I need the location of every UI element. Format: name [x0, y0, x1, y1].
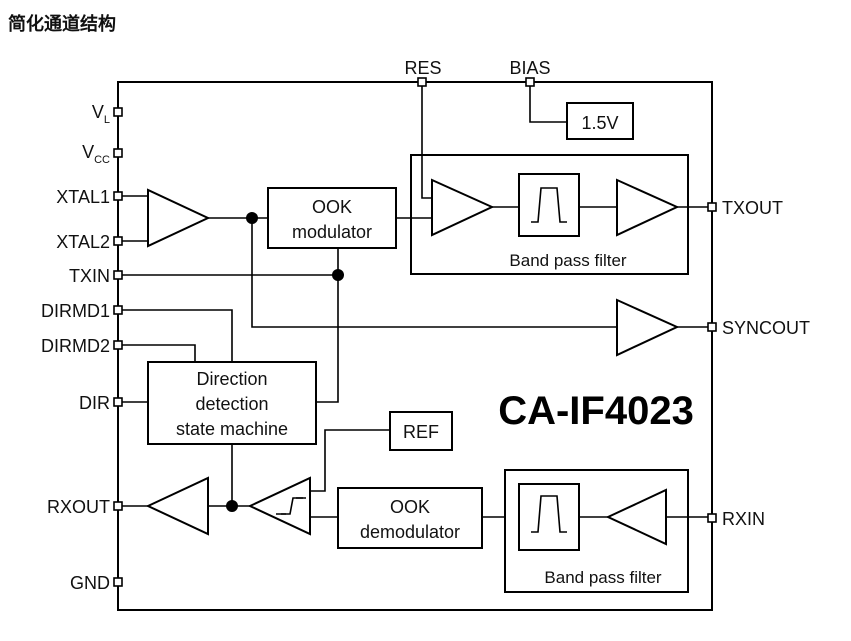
pin-vl: VL: [92, 102, 123, 126]
dir-sm-line2: detection: [195, 394, 268, 414]
mod-enable-wire: [316, 248, 339, 403]
junction-dot-txin: [332, 269, 344, 281]
pin-syncout: SYNCOUT: [707, 318, 810, 338]
pin-rxout: RXOUT: [47, 497, 123, 517]
pin-res-label: RES: [404, 58, 441, 78]
pin-txout-pad: [707, 202, 717, 212]
junction-dot-rx: [226, 500, 238, 512]
pin-rxout-label: RXOUT: [47, 497, 110, 517]
pin-dirmd2-label: DIRMD2: [41, 336, 110, 356]
pin-txin-pad: [113, 270, 123, 280]
v15-label: 1.5V: [581, 113, 618, 133]
pin-vcc: VCC: [82, 142, 123, 166]
pin-xtal1-label: XTAL1: [56, 187, 110, 207]
comparator-icon: [247, 476, 311, 536]
pin-rxin-label: RXIN: [722, 509, 765, 529]
ref-wire: [310, 429, 390, 492]
pin-rxin: RXIN: [707, 509, 765, 529]
ook-demod-line1: OOK: [390, 497, 430, 517]
xtal-buffer-icon: [147, 188, 211, 248]
page-title: 简化通道结构: [8, 14, 116, 35]
bias-wire: [529, 86, 567, 123]
hysteresis-symbol-b: [276, 497, 306, 515]
pin-dirmd1-label: DIRMD1: [41, 301, 110, 321]
ook-demod-line2: demodulator: [360, 522, 460, 542]
tx-bpf-label: Band pass filter: [509, 251, 627, 270]
rx-bpf-label: Band pass filter: [544, 568, 662, 587]
v15-box: [566, 102, 634, 140]
rx-filter-shape: [531, 495, 567, 533]
pin-txin-label: TXIN: [69, 266, 110, 286]
pin-dir-pad: [113, 397, 123, 407]
pin-dirmd1-pad: [113, 305, 123, 315]
pin-syncout-pad: [707, 322, 717, 332]
ref-box: [389, 411, 453, 451]
pin-bias-pad: [525, 77, 535, 87]
rx-filter-icon: [518, 483, 580, 551]
ref-label: REF: [403, 422, 439, 442]
res-wire: [421, 86, 432, 199]
ook-mod-line1: OOK: [312, 197, 352, 217]
pin-dirmd2-pad: [113, 340, 123, 350]
pin-txin: TXIN: [69, 266, 123, 286]
pin-vl-pad: [113, 107, 123, 117]
part-number: CA-IF4023: [498, 389, 694, 433]
pin-xtal1-pad: [113, 191, 123, 201]
pin-txout: TXOUT: [707, 198, 783, 218]
dirmd1-wire: [122, 309, 233, 362]
pin-syncout-label: SYNCOUT: [722, 318, 810, 338]
dir-sm-line3: state machine: [176, 419, 288, 439]
pin-gnd-pad: [113, 577, 123, 587]
tx-amp-icon: [431, 178, 495, 237]
ook-modulator-box: [267, 187, 397, 249]
pin-xtal2-label: XTAL2: [56, 232, 110, 252]
tx-driver-icon: [616, 178, 680, 237]
pin-vl-label: VL: [92, 102, 110, 126]
sync-wire: [251, 218, 617, 328]
pin-gnd: GND: [70, 573, 123, 593]
dirmd2-wire: [122, 344, 196, 362]
pin-txout-label: TXOUT: [722, 198, 783, 218]
pin-vcc-label: VCC: [82, 142, 110, 166]
pin-gnd-label: GND: [70, 573, 110, 593]
pin-dir-label: DIR: [79, 393, 110, 413]
tx-filter-shape: [531, 187, 567, 223]
ook-mod-line2: modulator: [292, 222, 372, 242]
pin-dirmd1: DIRMD1: [41, 301, 123, 321]
pin-vcc-pad: [113, 148, 123, 158]
pin-dirmd2: DIRMD2: [41, 336, 123, 356]
pin-xtal1: XTAL1: [56, 187, 123, 207]
dir-sm-line1: Direction: [196, 369, 267, 389]
pin-xtal2-pad: [113, 236, 123, 246]
pin-res-pad: [417, 77, 427, 87]
pin-dir: DIR: [79, 393, 123, 413]
sync-buffer-icon: [616, 298, 680, 357]
pin-rxin-pad: [707, 513, 717, 523]
tx-filter-icon: [518, 173, 580, 237]
pin-rxout-pad: [113, 501, 123, 511]
direction-state-machine-box: [147, 361, 317, 445]
pin-bias-label: BIAS: [509, 58, 550, 78]
pin-xtal2: XTAL2: [56, 232, 123, 252]
ook-demodulator-box: [337, 487, 483, 549]
